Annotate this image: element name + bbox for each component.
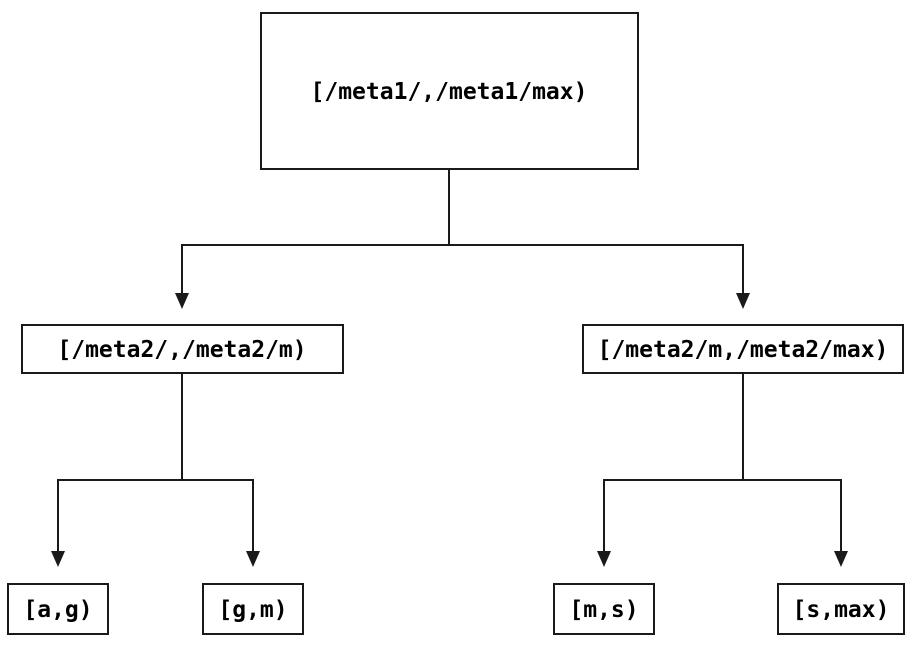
edge-right-to-leaf-smax: [743, 479, 842, 551]
node-leaf-ag-label: [a,g): [23, 597, 92, 623]
arrowhead-down-icon: [834, 551, 848, 567]
edge-left-to-leaf-ag: [57, 479, 182, 551]
arrowhead-down-icon: [246, 551, 260, 567]
node-leaf-ag: [a,g): [7, 583, 109, 635]
node-leaf-ms: [m,s): [553, 583, 655, 635]
node-leaf-ms-box: [553, 583, 655, 635]
node-leaf-smax-box: [777, 583, 905, 635]
edge-root-to-right: [449, 244, 744, 293]
node-right-box: [582, 324, 904, 374]
node-left: [/meta2/,/meta2/m): [21, 324, 344, 374]
edge-right-to-leaf-ms: [603, 479, 743, 551]
node-leaf-ag-box: [7, 583, 109, 635]
node-leaf-gm-box: [202, 583, 304, 635]
arrowhead-down-icon: [175, 293, 189, 309]
node-root-label: [/meta1/,/meta1/max): [311, 79, 588, 105]
node-left-label: [/meta2/,/meta2/m): [57, 337, 306, 363]
node-left-box: [21, 324, 344, 374]
node-root-box: [260, 12, 639, 170]
node-leaf-ms-label: [m,s): [569, 597, 638, 623]
arrowhead-down-icon: [597, 551, 611, 567]
node-right-label: [/meta2/m,/meta2/max): [598, 337, 889, 363]
edge-root-to-left: [181, 244, 449, 293]
node-leaf-gm: [g,m): [202, 583, 304, 635]
node-right: [/meta2/m,/meta2/max): [582, 324, 904, 374]
node-root: [/meta1/,/meta1/max): [260, 12, 639, 170]
node-leaf-gm-label: [g,m): [218, 597, 287, 623]
node-leaf-smax-label: [s,max): [793, 597, 890, 623]
edge-left-to-leaf-gm: [182, 479, 254, 551]
node-leaf-smax: [s,max): [777, 583, 905, 635]
arrowhead-down-icon: [736, 293, 750, 309]
arrowhead-down-icon: [51, 551, 65, 567]
